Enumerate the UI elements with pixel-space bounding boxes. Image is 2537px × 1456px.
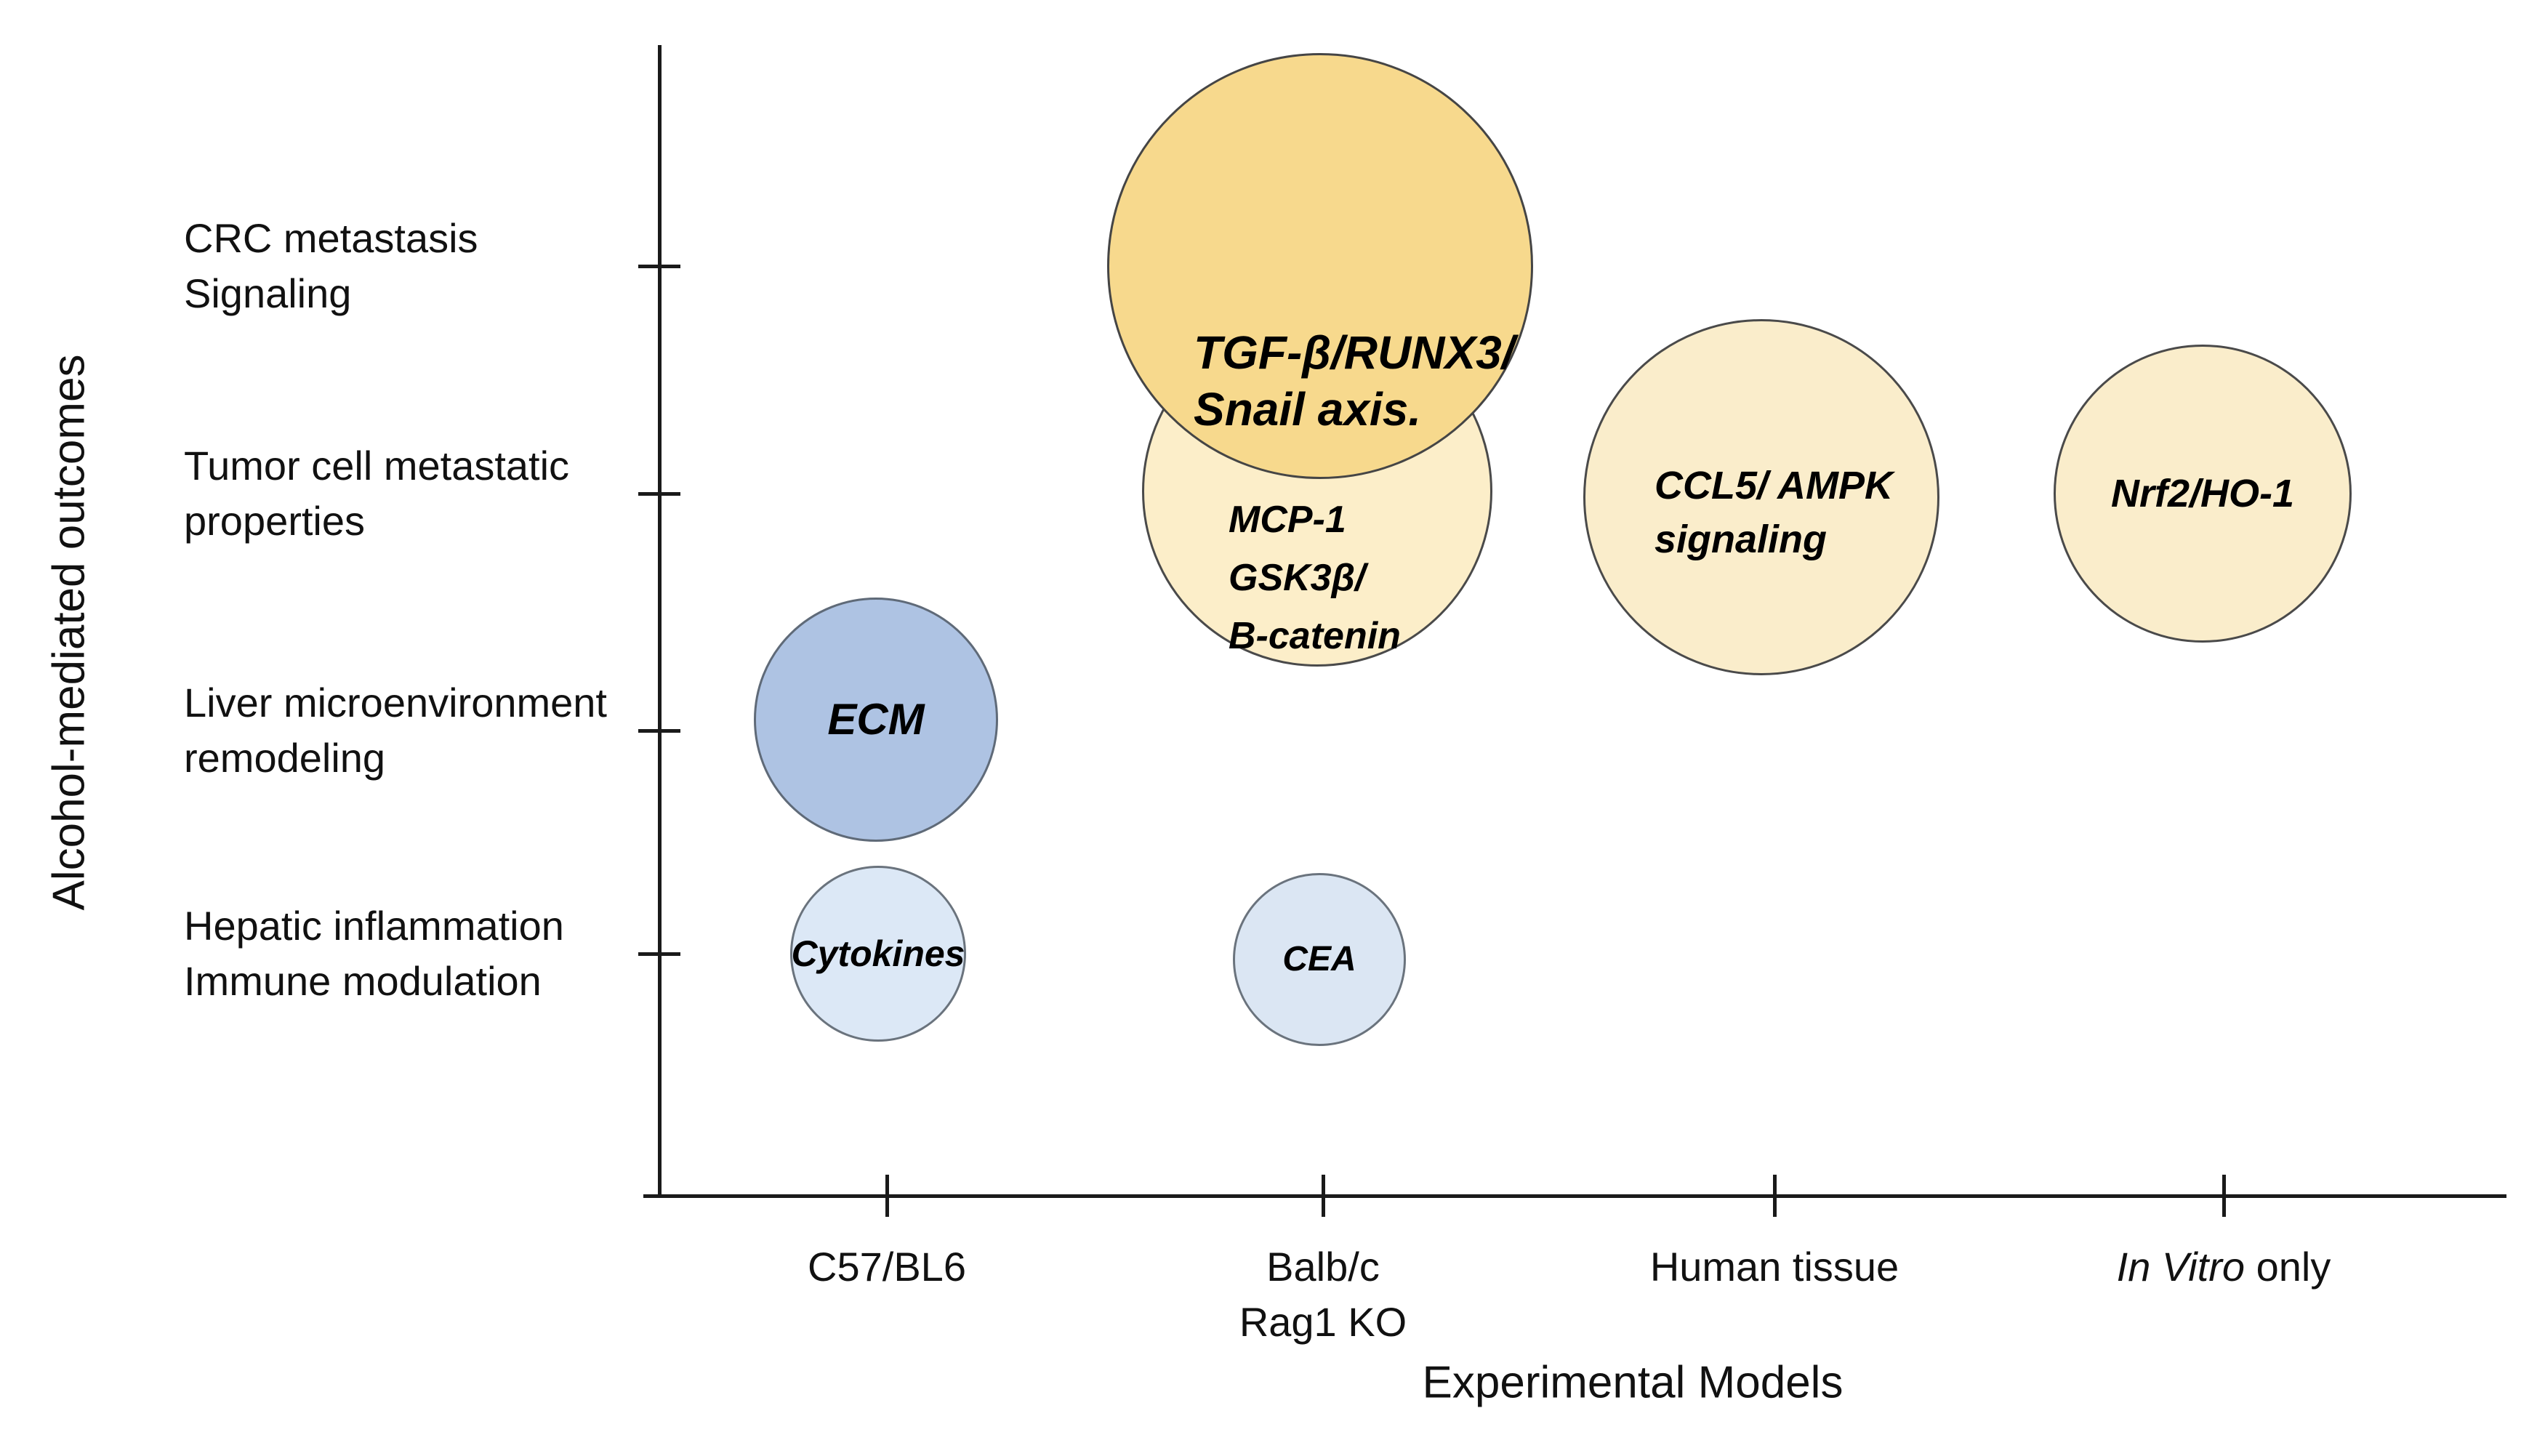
bubble-ccl5-ampk-signaling bbox=[1583, 319, 1939, 675]
bubble-label-line: GSK3β/ bbox=[1229, 557, 1366, 599]
bubble-label-line: CEA bbox=[1282, 940, 1356, 978]
bubble-label-nrf2-ho1: Nrf2/HO-1 bbox=[2054, 472, 2352, 515]
bubble-label-line: ECM bbox=[827, 695, 925, 744]
y-axis-label-tumor-cell-metastatic-properties: Tumor cell metastatic properties bbox=[184, 438, 569, 549]
bubble-label-line: TGF-β/RUNX3/ bbox=[1194, 326, 1515, 379]
y-axis-title: Alcohol-mediated outcomes bbox=[44, 354, 95, 911]
x-axis-label-line: C57/BL6 bbox=[808, 1244, 966, 1290]
bubble-label-line: Cytokines bbox=[791, 933, 965, 974]
y-axis-label-line: properties bbox=[184, 498, 366, 544]
bubble-label-line: CCL5/ AMPK bbox=[1655, 464, 1894, 507]
y-axis-label-line: Liver microenvironment bbox=[184, 680, 607, 725]
bubble-label-line: Snail axis. bbox=[1194, 383, 1422, 435]
x-axis-title: Experimental Models bbox=[1422, 1357, 1844, 1408]
y-axis-label-line: remodeling bbox=[184, 735, 386, 781]
bubble-cytokines bbox=[790, 866, 966, 1042]
x-axis-label-c57-bl6: C57/BL6 bbox=[808, 1239, 966, 1295]
bubble-label-cea: CEA bbox=[1233, 940, 1406, 979]
y-axis-label-line: Signaling bbox=[184, 270, 352, 316]
bubble-ecm bbox=[754, 598, 998, 842]
y-tick-liver-microenvironment-remodeling bbox=[638, 728, 680, 733]
x-tick-human-tissue bbox=[1772, 1175, 1777, 1217]
y-axis-label-line: Hepatic inflammation bbox=[184, 903, 564, 949]
bubble-label-ccl5-ampk-signaling: CCL5/ AMPK signaling bbox=[1655, 459, 1893, 566]
y-tick-crc-metastasis-signaling bbox=[638, 264, 680, 268]
y-axis-line bbox=[657, 45, 662, 1196]
x-tick-c57-bl6 bbox=[885, 1175, 889, 1217]
x-axis-label-line: In Vitro only bbox=[2116, 1244, 2331, 1290]
y-axis-label-liver-microenvironment-remodeling: Liver microenvironment remodeling bbox=[184, 675, 607, 786]
x-axis-label-line: Balb/c bbox=[1266, 1244, 1380, 1290]
y-tick-hepatic-inflammation-immune-modulation bbox=[638, 952, 680, 956]
bubble-label-line: Nrf2/HO-1 bbox=[2110, 472, 2295, 515]
x-tick-balb-c-rag1-ko bbox=[1321, 1175, 1325, 1217]
x-axis-label-line: Rag1 KO bbox=[1239, 1299, 1407, 1345]
bubble-nrf2-ho1 bbox=[2054, 345, 2352, 643]
y-axis-label-line: Tumor cell metastatic bbox=[184, 443, 570, 488]
y-tick-tumor-cell-metastatic-properties bbox=[638, 491, 680, 496]
y-axis-label-line: CRC metastasis bbox=[184, 215, 478, 261]
bubble-label-line: MCP-1 bbox=[1229, 499, 1346, 541]
y-axis-label-line: Immune modulation bbox=[184, 958, 542, 1004]
x-axis-line bbox=[643, 1194, 2506, 1198]
x-axis-label-human-tissue: Human tissue bbox=[1650, 1239, 1899, 1295]
bubble-label-line: signaling bbox=[1655, 518, 1828, 561]
bubble-cea bbox=[1233, 873, 1406, 1046]
bubble-label-line: B-catenin bbox=[1229, 615, 1401, 657]
x-axis-label-in-vitro-only: In Vitro only bbox=[2117, 1239, 2331, 1295]
bubble-label-tgfb-runx3-snail-axis: TGF-β/RUNX3/Snail axis. bbox=[1194, 324, 1515, 438]
bubble-label-cytokines: Cytokines bbox=[790, 933, 966, 974]
x-axis-label-line: Human tissue bbox=[1649, 1244, 1899, 1290]
bubble-tgfb-runx3-snail-axis bbox=[1107, 53, 1533, 479]
bubble-label-ecm: ECM bbox=[754, 696, 998, 744]
x-tick-in-vitro-only bbox=[2222, 1175, 2226, 1217]
